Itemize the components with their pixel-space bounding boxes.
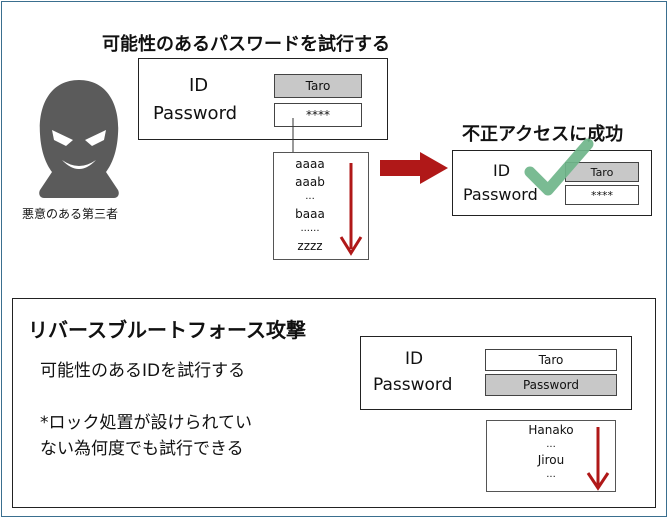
check-icon [524, 138, 594, 196]
list-item: ... [546, 469, 556, 480]
list-item: aaab [295, 175, 325, 189]
id-label: ID [493, 161, 511, 180]
password-label: Password [153, 103, 238, 124]
list-item: zzzz [297, 239, 323, 253]
list-item: ...... [300, 223, 320, 234]
success-login-form: ID Password Taro **** [452, 150, 652, 216]
id-field[interactable]: Taro [274, 74, 362, 98]
down-arrow-icon [586, 427, 610, 491]
password-candidate-list: aaaa aaab ... baaa ...... zzzz [273, 152, 369, 260]
list-item: ... [546, 439, 556, 450]
id-candidate-list: Hanako ... Jirou ... [486, 420, 616, 492]
attacker-icon [39, 80, 119, 198]
reverse-login-form: ID Password Taro Password [360, 336, 632, 410]
attacker-label: 悪意のある第三者 [22, 207, 119, 221]
password-label: Password [463, 185, 538, 204]
password-field[interactable]: **** [274, 103, 362, 127]
list-item: aaaa [295, 157, 325, 171]
login-form: ID Password Taro **** [138, 58, 388, 140]
list-item: ... [305, 191, 315, 202]
down-arrow-icon [339, 163, 363, 256]
id-field[interactable]: Taro [485, 349, 617, 371]
brute-force-title: 可能性のあるパスワードを試行する [102, 34, 390, 55]
list-item: baaa [295, 207, 325, 221]
note-line-1: *ロック処置が設けられてい [40, 413, 252, 433]
success-title: 不正アクセスに成功 [462, 124, 624, 145]
id-label: ID [405, 349, 424, 369]
right-arrow-icon [380, 152, 448, 184]
id-label: ID [189, 75, 209, 96]
note-line-2: ない為何度でも試行できる [40, 439, 244, 459]
reverse-description: 可能性のあるIDを試行する [40, 361, 246, 381]
password-label: Password [373, 375, 453, 395]
list-item: Jirou [537, 453, 565, 467]
password-field[interactable]: Password [485, 374, 617, 396]
reverse-brute-force-title: リバースブルートフォース攻撃 [28, 318, 306, 342]
list-item: Hanako [528, 423, 574, 437]
password-field[interactable]: **** [565, 185, 639, 205]
